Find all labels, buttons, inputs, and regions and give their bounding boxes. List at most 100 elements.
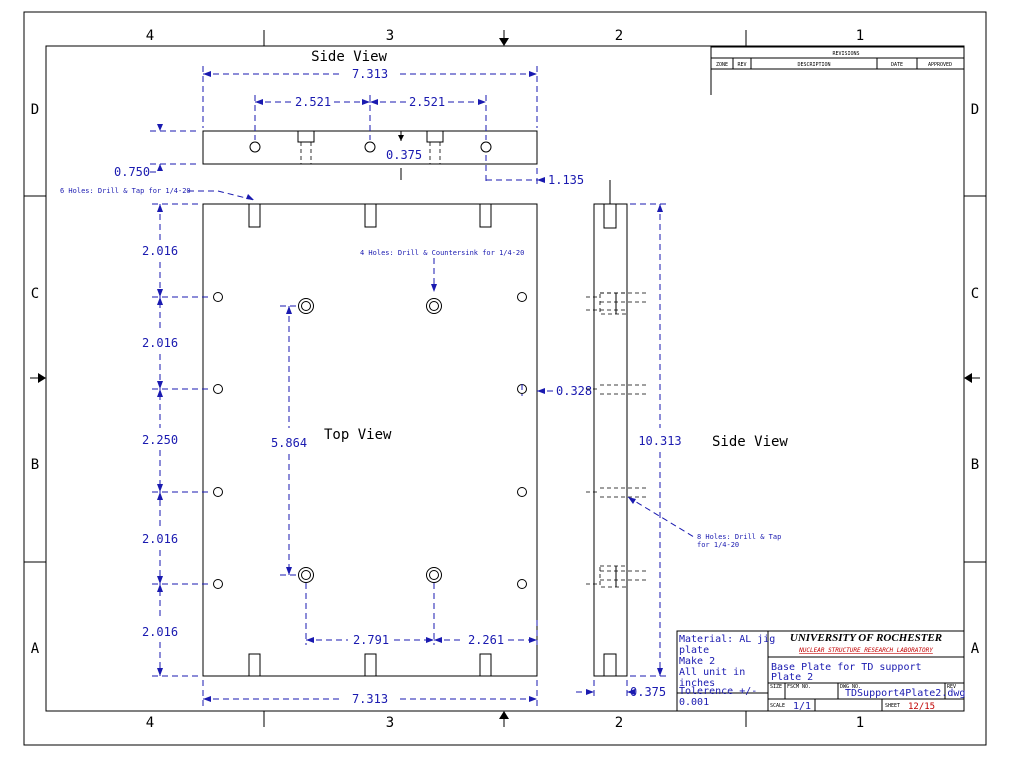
drawing-title-line2: Plate 2 bbox=[771, 672, 813, 683]
dim-top-width: 7.313 bbox=[202, 66, 538, 128]
title-block: Material: AL jig plate Make 2 All unit i… bbox=[676, 630, 965, 712]
countersink-hole bbox=[426, 298, 442, 314]
dim-bottom-width-value: 7.313 bbox=[352, 692, 388, 706]
note-side-holes-line1: 8 Holes: Drill & Tap bbox=[697, 533, 781, 541]
side-tapped-hole bbox=[517, 487, 527, 497]
dim-top-width-value: 7.313 bbox=[352, 67, 388, 81]
material-line-5: inches bbox=[679, 678, 715, 689]
dim-thickness: 0.750 bbox=[114, 124, 198, 179]
revisions-title: REVISIONS bbox=[832, 51, 859, 57]
dim-hole-spacing-2: 2.521 bbox=[409, 95, 445, 109]
zone-bottom-4: 4 bbox=[146, 715, 154, 731]
outer-border bbox=[23, 11, 987, 746]
label-fscm: FSCM NO. bbox=[787, 684, 811, 690]
countersink-hole bbox=[426, 567, 442, 583]
zone-left-c: C bbox=[31, 286, 39, 302]
label-size: SIZE bbox=[770, 684, 782, 690]
drawing-title-line1: Base Plate for TD support bbox=[771, 662, 922, 673]
dim-length-value: 10.313 bbox=[638, 434, 681, 448]
material-line-2: plate bbox=[679, 645, 709, 656]
side-tapped-hole bbox=[517, 292, 527, 302]
note-top-holes: 6 Holes: Drill & Tap for 1/4-20 bbox=[60, 187, 255, 201]
zone-ticks bbox=[24, 30, 986, 727]
rev-col-description: DESCRIPTION bbox=[797, 62, 830, 68]
zone-top-2: 2 bbox=[615, 28, 623, 44]
dim-hole-depth: 0.375 bbox=[386, 131, 422, 180]
note-countersink: 4 Holes: Drill & Countersink for 1/4-20 bbox=[360, 249, 524, 292]
side-hole bbox=[249, 141, 261, 153]
label-sheet: SHEET bbox=[885, 703, 900, 709]
zone-right-d: D bbox=[971, 102, 979, 118]
side-view-right-outline bbox=[593, 203, 628, 677]
material-line-6: Tolerence +/- bbox=[679, 686, 757, 697]
zone-top-4: 4 bbox=[146, 28, 154, 44]
dim-thickness-value: 0.750 bbox=[114, 165, 150, 179]
revisions-table: REVISIONS ZONE REV DESCRIPTION DATE APPR… bbox=[710, 46, 965, 95]
dim-side-hole-offset: 0.328 bbox=[521, 384, 592, 398]
zone-top-3: 3 bbox=[386, 28, 394, 44]
tapped-hole bbox=[479, 203, 492, 228]
tapped-hole-counterbore bbox=[297, 130, 315, 143]
rev-col-approved: APPROVED bbox=[928, 62, 952, 68]
center-mark-top bbox=[499, 38, 509, 46]
dim-edge-offset-value: 1.135 bbox=[548, 173, 584, 187]
dim-rows: 2.016 2.016 2.250 2.016 2.016 bbox=[142, 203, 212, 677]
zone-left-d: D bbox=[31, 102, 39, 118]
zone-left-b: B bbox=[31, 457, 39, 473]
dim-hole-spacing-1: 2.521 bbox=[295, 95, 331, 109]
side-tapped-hole bbox=[213, 384, 223, 394]
rev-col-zone: ZONE bbox=[716, 62, 728, 68]
center-mark-right bbox=[964, 373, 972, 383]
rev-col-rev: REV bbox=[737, 62, 746, 68]
note-countersink-text: 4 Holes: Drill & Countersink for 1/4-20 bbox=[360, 249, 524, 257]
tapped-hole bbox=[364, 203, 377, 228]
tapped-hole-counterbore bbox=[426, 130, 444, 143]
side-hidden-hole bbox=[586, 487, 648, 498]
dim-row-1: 2.016 bbox=[142, 244, 178, 258]
dim-hole-spacing: 2.521 2.521 bbox=[254, 95, 487, 140]
zone-right-b: B bbox=[971, 457, 979, 473]
zone-right-a: A bbox=[971, 641, 980, 657]
side-view-right-label: Side View bbox=[712, 434, 788, 450]
note-side-holes: 8 Holes: Drill & Tap for 1/4-20 bbox=[627, 496, 781, 549]
dim-csk-vertical-value: 5.864 bbox=[271, 436, 307, 450]
note-side-holes-line2: for 1/4-20 bbox=[697, 541, 739, 549]
label-dwg-no: DWG NO. bbox=[840, 684, 861, 690]
sheet-value: 12/15 bbox=[908, 702, 935, 712]
side-view-top: Side View bbox=[202, 49, 538, 165]
side-view-right: Side View bbox=[586, 180, 788, 677]
dim-bottom-width: 7.313 bbox=[202, 680, 538, 706]
side-tapped-hole bbox=[213, 579, 223, 589]
zone-bottom-2: 2 bbox=[615, 715, 623, 731]
note-top-holes-text: 6 Holes: Drill & Tap for 1/4-20 bbox=[60, 187, 191, 195]
tapped-hole bbox=[364, 653, 377, 677]
side-hidden-hole bbox=[586, 384, 648, 395]
scale-value: 1/1 bbox=[793, 701, 811, 712]
side-tapped-hole bbox=[517, 579, 527, 589]
dim-csk-vertical: 5.864 bbox=[271, 305, 307, 576]
countersink-hole bbox=[298, 298, 314, 314]
center-mark-bottom bbox=[499, 711, 509, 719]
side-hidden-hole bbox=[586, 292, 648, 315]
top-view: Top View bbox=[202, 203, 538, 677]
tapped-hole bbox=[479, 653, 492, 677]
dim-csk-horizontal: 2.791 2.261 bbox=[305, 583, 538, 647]
zone-right-c: C bbox=[971, 286, 979, 302]
dim-side-thickness: 0.375 bbox=[576, 680, 666, 699]
tapped-hole bbox=[248, 653, 261, 677]
inner-border bbox=[45, 45, 965, 712]
countersink-hole bbox=[298, 567, 314, 583]
side-hidden-hole bbox=[586, 565, 648, 588]
university-name: UNIVERSITY OF ROCHESTER bbox=[790, 632, 942, 644]
material-line-3: Make 2 bbox=[679, 656, 715, 667]
side-hole bbox=[364, 141, 376, 153]
material-line-7: 0.001 bbox=[679, 697, 709, 708]
dim-edge-offset: 1.135 bbox=[485, 155, 584, 187]
dim-hole-depth-value: 0.375 bbox=[386, 148, 422, 162]
side-tapped-hole bbox=[213, 292, 223, 302]
top-view-label: Top View bbox=[324, 427, 392, 443]
dim-side-hole-offset-value: 0.328 bbox=[556, 384, 592, 398]
material-line-1: Material: AL jig bbox=[679, 634, 775, 645]
dim-csk-horizontal-1: 2.791 bbox=[353, 633, 389, 647]
